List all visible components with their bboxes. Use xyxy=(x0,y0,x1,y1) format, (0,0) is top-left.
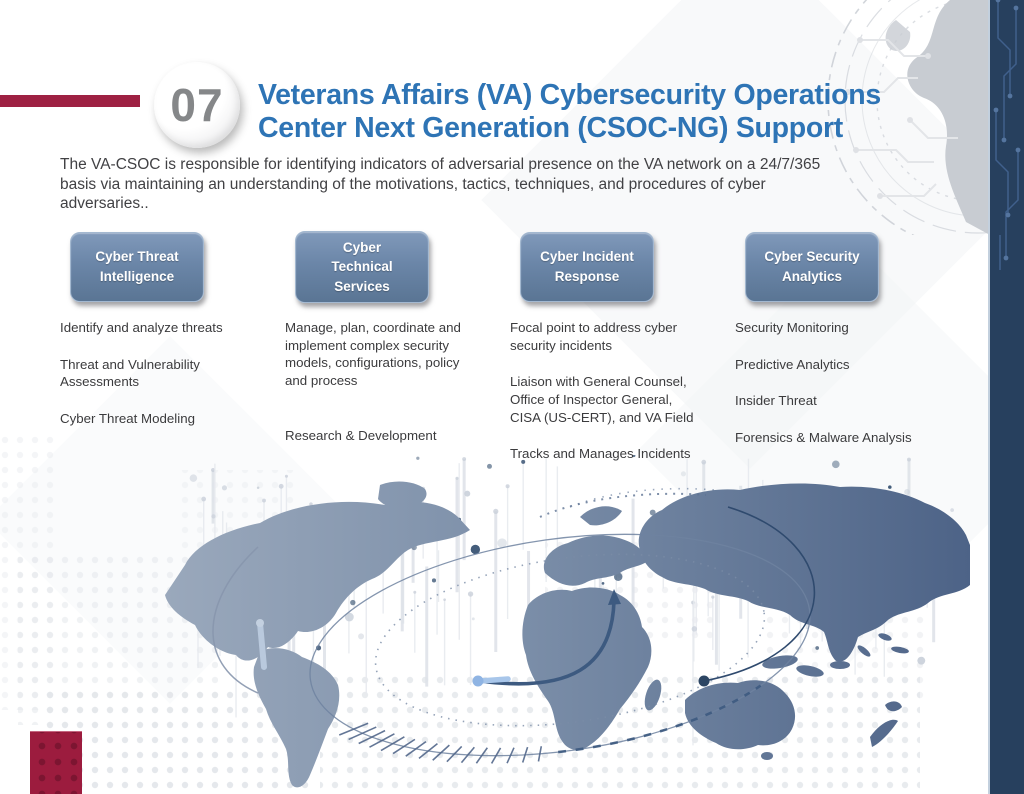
hatch-ticks xyxy=(338,684,762,764)
cyber-threat-intelligence-list: Identify and analyze threats Threat and … xyxy=(60,319,260,428)
section-number-badge: 07 xyxy=(154,62,240,148)
red-square-decoration xyxy=(30,731,82,794)
circuit-traces xyxy=(848,39,958,197)
intro-paragraph: The VA-CSOC is responsible for identifyi… xyxy=(60,156,821,213)
orbital-rings xyxy=(212,487,816,757)
button-label-line: Cyber Incident xyxy=(540,249,634,265)
navy-circuit-pattern xyxy=(995,0,1019,270)
circuit-nodes xyxy=(845,37,931,199)
column-cyber-technical-services: Cyber Technical Services Manage, plan, c… xyxy=(285,228,485,482)
right-navy-bar xyxy=(988,0,1024,794)
button-label-line: Analytics xyxy=(781,269,843,284)
world-map-graphic xyxy=(165,455,970,788)
cyber-security-analytics-button[interactable]: Cyber Security Analytics xyxy=(745,232,879,302)
list-item: Manage, plan, coordinate and implement c… xyxy=(285,320,461,389)
list-item: Focal point to address cyber security in… xyxy=(510,320,678,353)
page-title: Veterans Affairs (VA) Cybersecurity Oper… xyxy=(258,79,988,145)
accent-bar xyxy=(0,95,140,107)
button-label-line: Services xyxy=(334,278,390,294)
list-item: Tracks and Manages Incidents xyxy=(510,446,691,462)
cyber-security-analytics-list: Security Monitoring Predictive Analytics… xyxy=(735,319,935,447)
cyber-threat-intelligence-button[interactable]: Cyber Threat Intelligence xyxy=(70,232,204,302)
list-item: Predictive Analytics xyxy=(735,356,850,372)
list-item: Liaison with General Counsel, Office of … xyxy=(510,374,694,425)
list-item: Cyber Threat Modeling xyxy=(60,411,196,427)
list-item: Identify and analyze threats xyxy=(60,320,223,335)
list-item: Security Monitoring xyxy=(735,320,849,335)
list-item: Threat and Vulnerability Assessments xyxy=(60,356,200,390)
column-cyber-incident-response: Cyber Incident Response Focal point to a… xyxy=(510,228,710,482)
cyber-technical-services-list: Manage, plan, coordinate and implement c… xyxy=(285,319,485,444)
column-cyber-threat-intelligence: Cyber Threat Intelligence Identify and a… xyxy=(60,228,260,482)
column-cyber-security-analytics: Cyber Security Analytics Security Monito… xyxy=(735,228,935,482)
button-label-line: Intelligence xyxy=(99,269,175,284)
list-item: Insider Threat xyxy=(735,393,817,409)
button-label-line: Response xyxy=(554,269,620,284)
capability-columns: Cyber Threat Intelligence Identify and a… xyxy=(60,228,935,482)
button-label-line: Technical xyxy=(331,259,393,275)
list-item: Research & Development xyxy=(285,427,437,443)
globe-circuit-graphic xyxy=(827,0,990,235)
cyber-incident-response-button[interactable]: Cyber Incident Response xyxy=(520,232,654,302)
cyber-technical-services-button[interactable]: Cyber Technical Services xyxy=(295,230,429,304)
continents xyxy=(165,481,970,788)
title-line-2: Center Next Generation (CSOC-NG) Support xyxy=(258,112,843,145)
title-line-1: Veterans Affairs (VA) Cybersecurity Oper… xyxy=(258,79,881,111)
list-item: Forensics & Malware Analysis xyxy=(735,430,912,446)
location-pins xyxy=(256,619,710,687)
section-number: 07 xyxy=(170,79,224,131)
button-label-line: Cyber xyxy=(342,239,382,255)
button-label-line: Cyber Threat xyxy=(95,249,179,265)
button-label-line: Cyber Security xyxy=(764,249,860,265)
cyber-incident-response-list: Focal point to address cyber security in… xyxy=(510,319,710,463)
